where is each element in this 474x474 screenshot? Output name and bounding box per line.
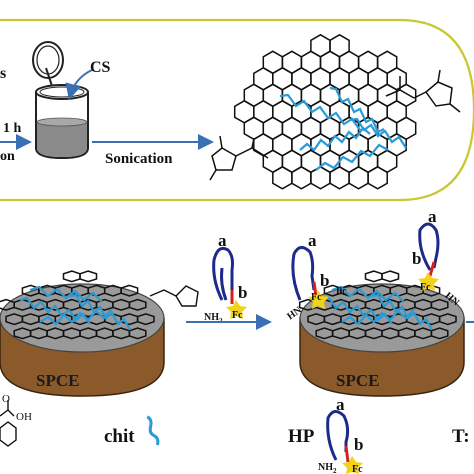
attached-left-a: a bbox=[308, 231, 317, 250]
graphene-hexagon bbox=[329, 165, 350, 190]
legend-hp-label: HP bbox=[288, 426, 315, 447]
electrode-left: SPCE bbox=[0, 270, 199, 397]
attached-left-b: b bbox=[320, 271, 329, 290]
electrode-label-right: SPCE bbox=[336, 371, 379, 390]
attached-right-a: a bbox=[428, 207, 437, 226]
chitosan-chain bbox=[315, 143, 389, 171]
graphene-hexagon bbox=[364, 270, 383, 283]
left-fragment-text: s bbox=[0, 65, 6, 82]
chitosan-chain bbox=[69, 293, 131, 331]
nhs-group-electrode-left bbox=[149, 285, 199, 307]
panel-frame bbox=[0, 18, 474, 202]
hairpin-legend-icon: a b Fc NH2 bbox=[318, 395, 363, 474]
graphene-hexagon bbox=[381, 270, 400, 283]
legend-row: O OH chit HP a b Fc NH2 T: bbox=[0, 393, 470, 474]
graphene-hexagon bbox=[310, 165, 331, 190]
graphene-hexagon bbox=[367, 165, 388, 190]
chitosan-chain bbox=[371, 293, 433, 331]
attached-probe-right: a b Fc Fc HN bbox=[336, 207, 462, 309]
graphene-hexagon bbox=[120, 284, 139, 297]
probe-label-fc: Fc bbox=[232, 310, 243, 321]
chitosan-chain bbox=[331, 285, 405, 303]
reagent-label-cs: CS bbox=[90, 59, 111, 76]
graphene-sheet-left bbox=[0, 270, 155, 340]
legend-hp-nh2: NH2 bbox=[318, 462, 337, 474]
chitosan-chain bbox=[299, 126, 371, 152]
graphene-hexagon bbox=[128, 327, 147, 340]
legend-chit-label: chit bbox=[104, 426, 135, 447]
attached-right-fc: Fc bbox=[420, 282, 431, 293]
graphene-hexagon bbox=[348, 165, 369, 190]
preparation-panel: s CS 1 h on Sonication bbox=[0, 18, 474, 202]
graphene-hexagon bbox=[272, 165, 293, 190]
attached-right-fc2: Fc bbox=[336, 286, 347, 297]
graphene-hexagon bbox=[62, 270, 81, 283]
graphene-hexagon bbox=[430, 327, 449, 340]
chitosan-chain bbox=[279, 93, 361, 131]
pipette-arrow bbox=[65, 69, 93, 100]
graphene-sheet-right bbox=[298, 270, 457, 340]
probe-label-a: a bbox=[218, 231, 227, 250]
legend-t-fragment: T: bbox=[452, 426, 470, 447]
time-label: 1 h bbox=[3, 121, 22, 136]
chitosan-chain bbox=[39, 308, 113, 326]
chitosan-icon bbox=[146, 415, 160, 446]
graphene-hexagon bbox=[291, 165, 312, 190]
probe-label-nh2: NH2 bbox=[204, 312, 223, 325]
graphene-hexagon bbox=[128, 298, 147, 311]
probe-label-b: b bbox=[238, 283, 247, 302]
legend-hp-a: a bbox=[336, 395, 345, 414]
legend-hp-fc: Fc bbox=[352, 464, 363, 474]
legend-oh-text: OH bbox=[16, 411, 32, 423]
legend-edc-fragment bbox=[0, 400, 17, 447]
left-fragment-text-2: on bbox=[0, 149, 15, 164]
nhs-group-right bbox=[385, 69, 461, 113]
nhs-group-left bbox=[209, 135, 269, 181]
legend-hp-b: b bbox=[354, 435, 363, 454]
attached-probe-left: a b Fc HN bbox=[285, 231, 329, 322]
attached-left-fc: Fc bbox=[311, 292, 322, 303]
graphene-sheet-top bbox=[233, 33, 417, 190]
chitosan-chain bbox=[321, 296, 393, 325]
vial-illustration bbox=[32, 41, 89, 160]
chitosan-chain bbox=[29, 285, 103, 303]
graphene-hexagon bbox=[430, 298, 449, 311]
hairpin-probe-free: a b Fc NH2 bbox=[204, 231, 247, 325]
attached-right-b: b bbox=[412, 249, 421, 268]
chitosan-chain bbox=[329, 86, 385, 134]
chitosan-chain bbox=[341, 308, 415, 326]
chitosan-chain bbox=[19, 296, 91, 325]
graphene-hexagon bbox=[438, 313, 457, 326]
electrode-right: SPCE a b Fc HN a b Fc Fc HN bbox=[285, 207, 465, 397]
electrode-label-left: SPCE bbox=[36, 371, 79, 390]
chitosan-chain bbox=[349, 117, 407, 149]
sonication-label: Sonication bbox=[105, 151, 173, 167]
graphene-hexagon bbox=[79, 270, 98, 283]
graphene-hexagon bbox=[136, 313, 155, 326]
legend-o-text: O bbox=[2, 393, 10, 405]
